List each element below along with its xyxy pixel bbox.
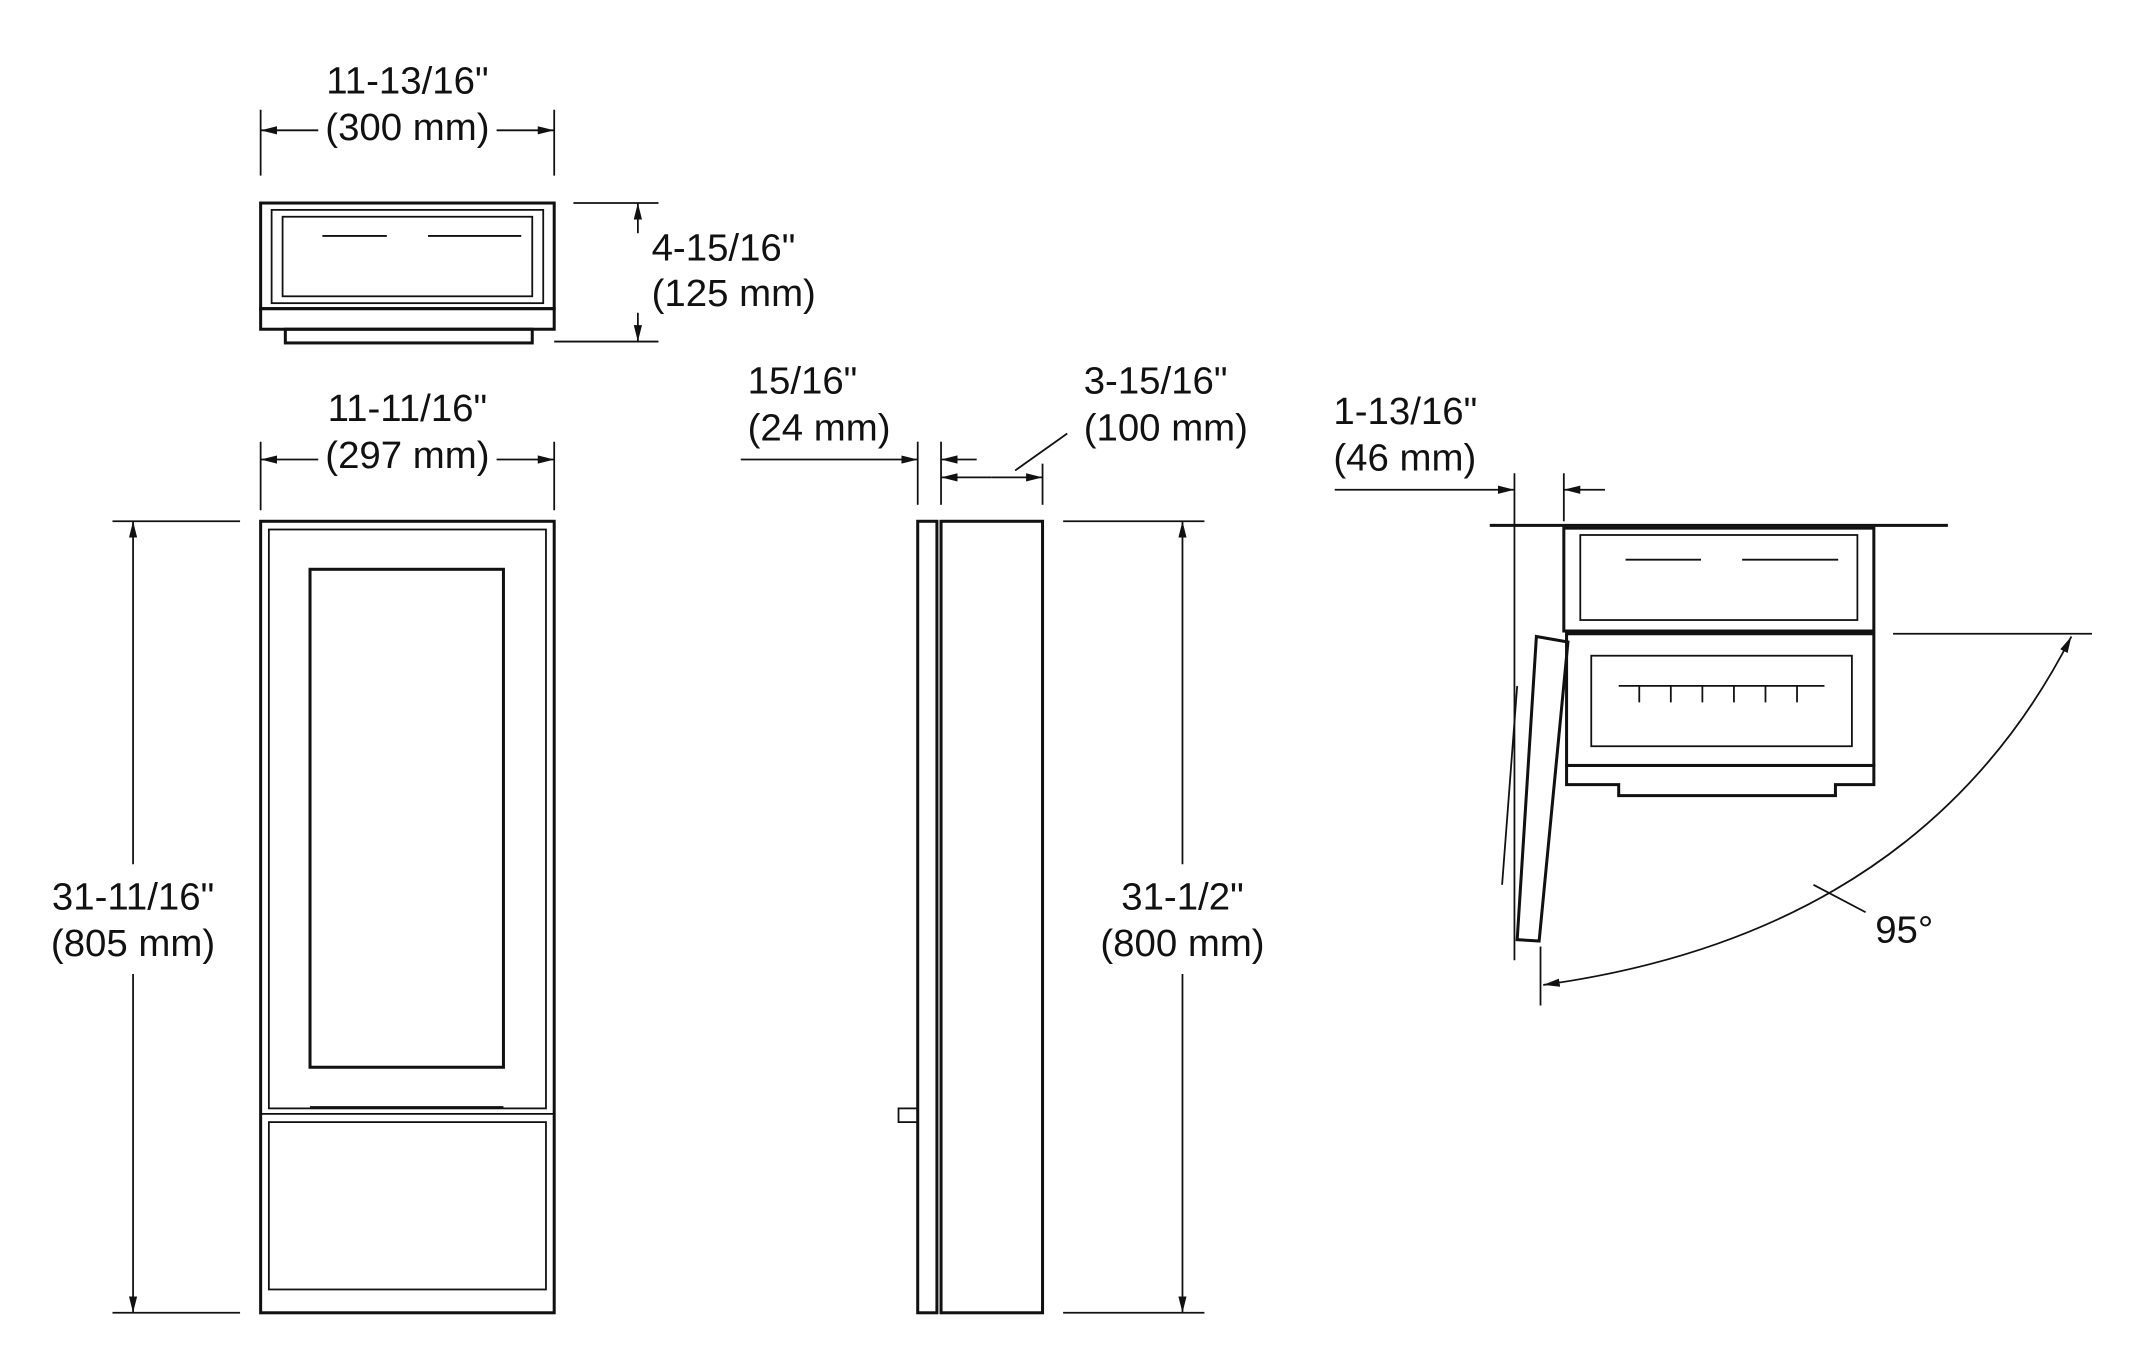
door-thickness-mm: (24 mm)	[748, 406, 891, 449]
depth-mm: (100 mm)	[1084, 406, 1248, 449]
opening-angle: 95°	[1875, 908, 1933, 951]
top-width-mm: (300 mm)	[325, 106, 489, 149]
front-view: 11-11/16" (297 mm) 31-11/16" (805 mm)	[51, 387, 556, 1315]
cabinet-body	[939, 519, 1045, 1315]
side-view: 15/16" (24 mm) 3-15/16" (100 mm) 31-1/2"…	[740, 360, 1265, 1315]
cabinet-outline	[259, 519, 556, 1315]
top-view: 11-13/16" (300 mm) 4-15/16" (125 mm)	[259, 59, 816, 345]
offset-mm: (46 mm)	[1333, 437, 1476, 480]
front-height-mm: (805 mm)	[51, 922, 215, 965]
side-height-inches: 31-1/2"	[1121, 875, 1243, 918]
front-width-inches: 11-11/16"	[328, 387, 488, 430]
angle-arc	[1543, 636, 2073, 987]
depth-inches: 3-15/16"	[1084, 360, 1228, 403]
drawer	[259, 1112, 556, 1314]
door-thickness-inches: 15/16"	[748, 360, 858, 403]
glass-panel	[308, 567, 505, 1069]
top-height-inches: 4-15/16"	[652, 227, 796, 270]
open-door	[1515, 634, 1570, 943]
door-frame	[267, 528, 547, 1110]
plan-view: 1-13/16" (46 mm) 95°	[1333, 390, 2092, 1006]
handle	[897, 1107, 919, 1124]
top-width-inches: 11-13/16"	[326, 59, 488, 102]
front-height-inches: 31-11/16"	[52, 875, 214, 918]
offset-inches: 1-13/16"	[1333, 390, 1477, 433]
top-height-mm: (125 mm)	[652, 272, 816, 315]
front-width-mm: (297 mm)	[325, 434, 489, 477]
side-height-mm: (800 mm)	[1100, 922, 1264, 965]
door-panel	[916, 519, 939, 1315]
